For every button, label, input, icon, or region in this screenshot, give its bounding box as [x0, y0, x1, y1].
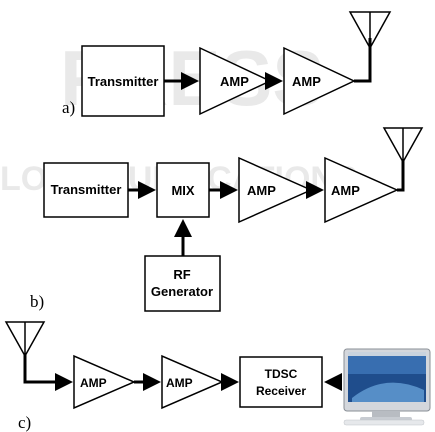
amp-label: AMP	[220, 74, 249, 89]
rf-generator-label-line1: RF	[173, 267, 190, 282]
antenna-icon	[4, 321, 46, 358]
panel-b: Transmitter MIX RF Generator AMP AMP b)	[30, 127, 424, 312]
amp-label: AMP	[247, 183, 276, 198]
panel-a: Transmitter AMP AMP a)	[62, 11, 392, 117]
transmitter-label: Transmitter	[51, 182, 122, 197]
amp-label: AMP	[331, 183, 360, 198]
amplifier-triangle	[324, 156, 399, 224]
tdsc-receiver-block	[239, 356, 323, 408]
transmitter-block	[43, 162, 129, 218]
computer-monitor-icon	[343, 348, 431, 426]
panel-c: AMP AMP TDSC Receiver c)	[4, 321, 431, 432]
transmitter-block	[81, 45, 165, 117]
mixer-label: MIX	[171, 183, 194, 198]
antenna-feed	[23, 354, 73, 391]
receiver-label-line2: Receiver	[256, 384, 306, 398]
antenna-icon	[382, 127, 424, 164]
antenna-feed	[354, 38, 372, 83]
panel-a-caption: a)	[62, 98, 75, 117]
amp-label: AMP	[166, 376, 193, 390]
amplifier-triangle	[199, 46, 272, 116]
amp-label: AMP	[292, 74, 321, 89]
rf-generator-label-line2: Generator	[151, 284, 213, 299]
rf-generator-block	[144, 255, 221, 312]
antenna-icon	[348, 11, 392, 50]
amplifier-triangle	[73, 354, 136, 410]
transmitter-label: Transmitter	[88, 74, 159, 89]
amplifier-triangle	[283, 46, 356, 116]
amplifier-triangle	[238, 156, 313, 224]
antenna-feed	[397, 160, 405, 192]
panel-b-caption: b)	[30, 292, 44, 311]
receiver-label-line1: TDSC	[265, 367, 298, 381]
amp-label: AMP	[80, 376, 107, 390]
amplifier-triangle	[161, 354, 224, 410]
panel-c-caption: c)	[18, 413, 31, 432]
